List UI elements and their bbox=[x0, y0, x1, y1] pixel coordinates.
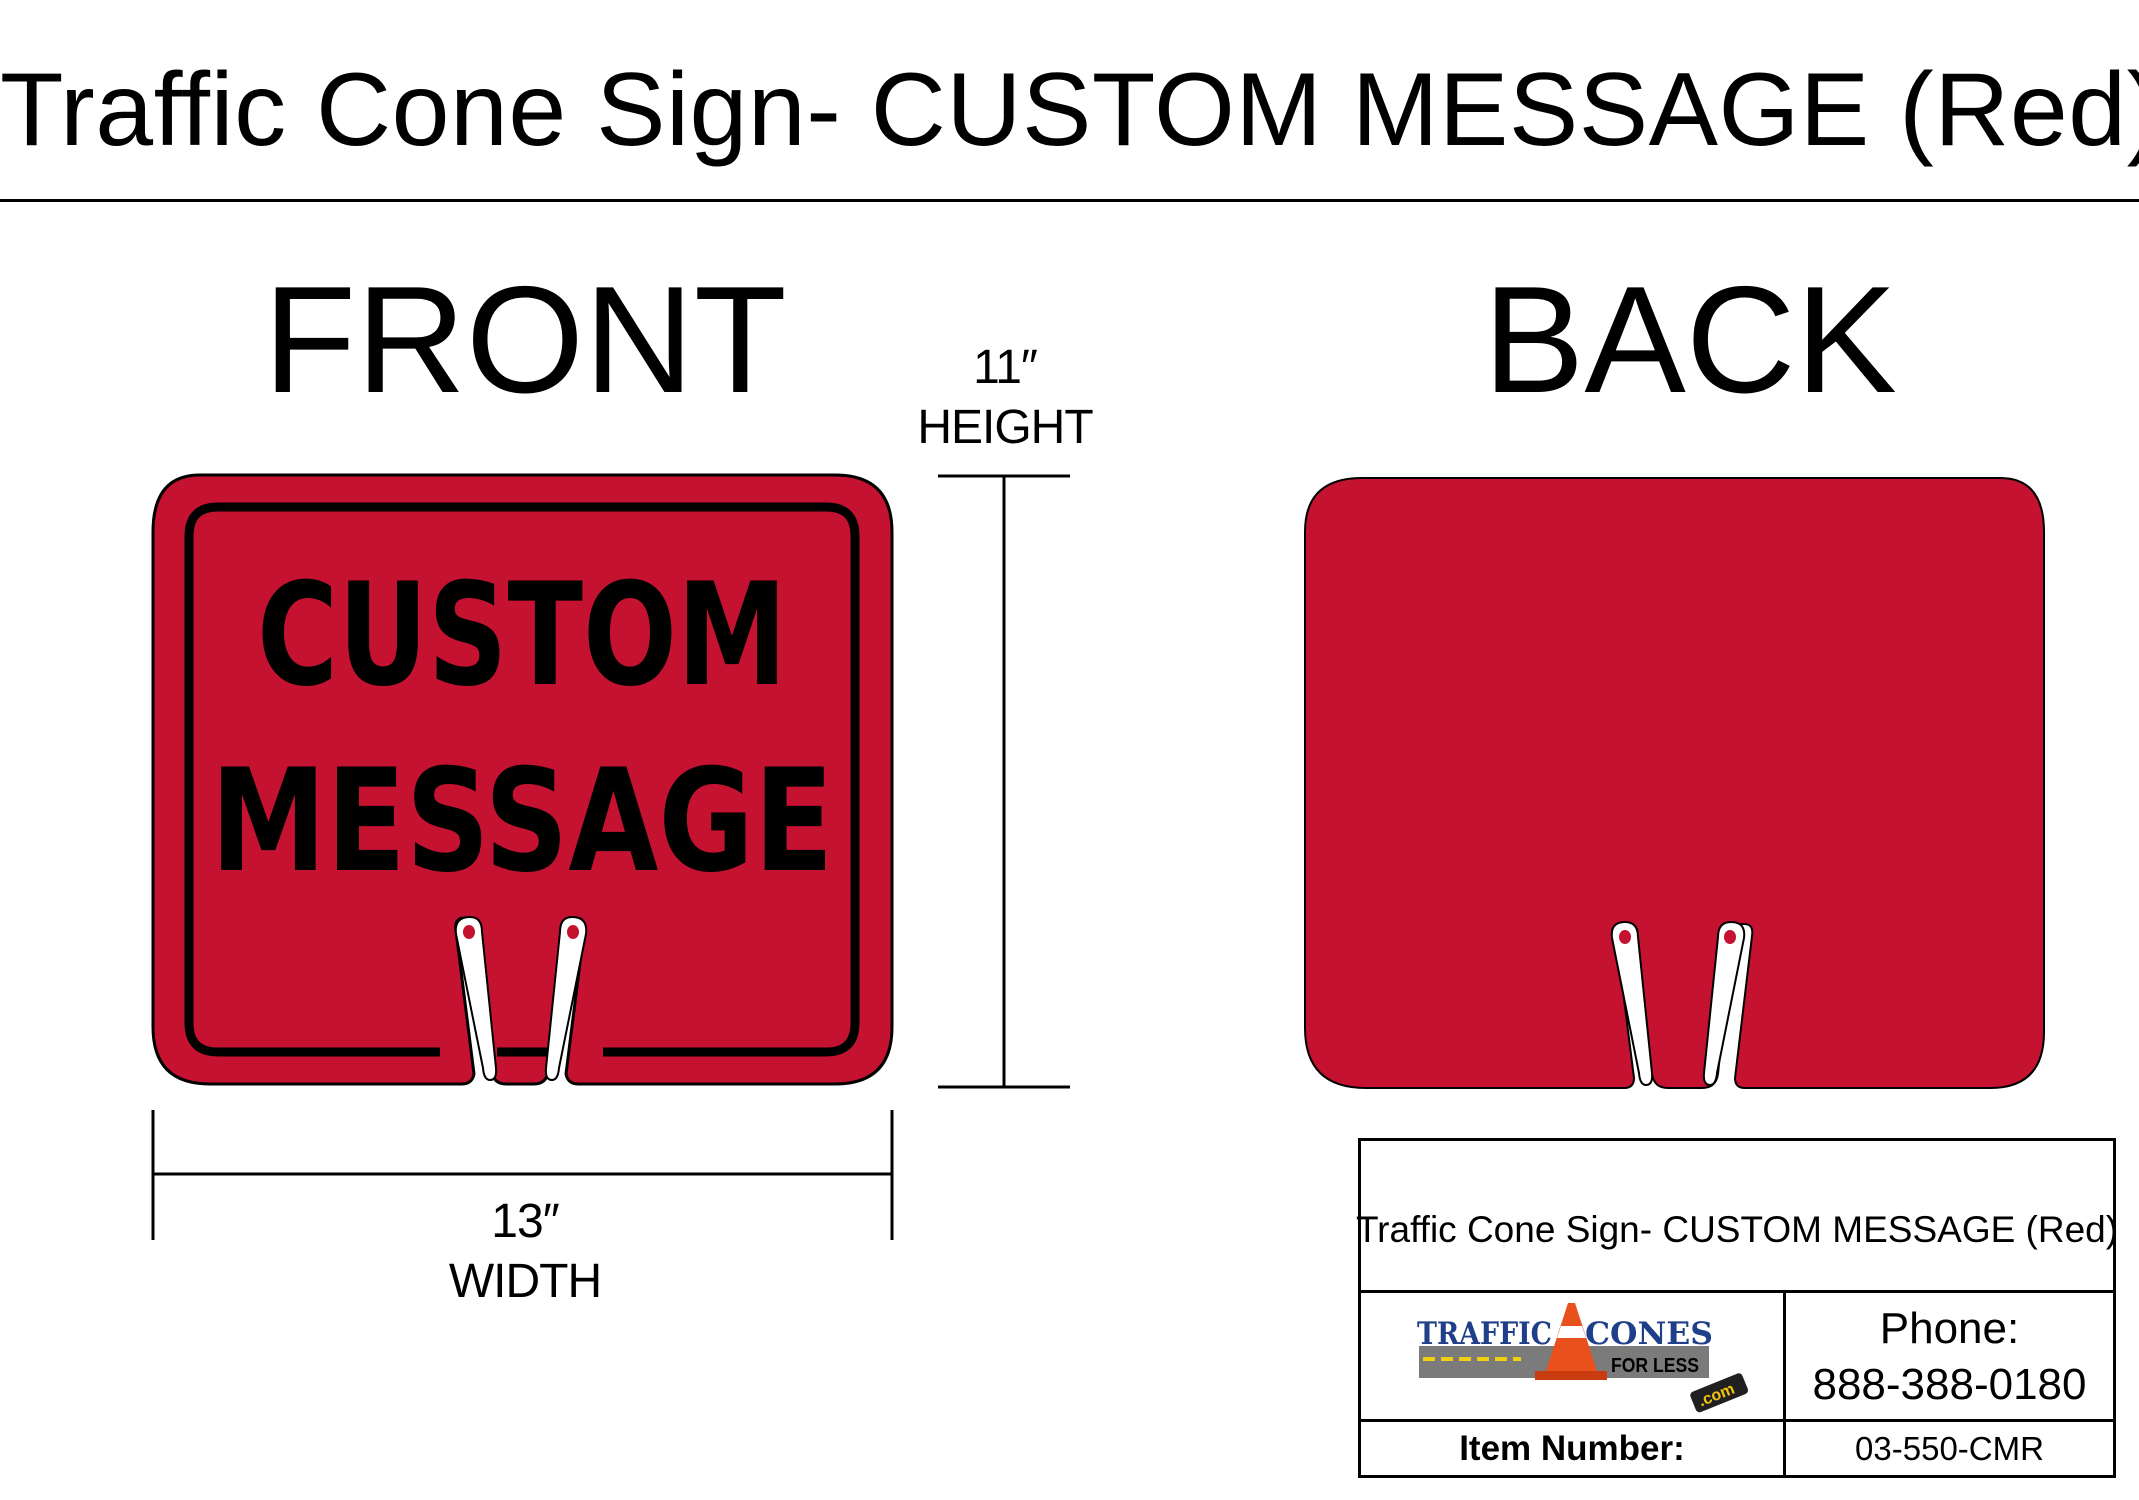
title-divider bbox=[0, 199, 2139, 202]
title-block-product-name: Traffic Cone Sign- CUSTOM MESSAGE (Red) bbox=[1355, 1208, 2119, 1250]
front-sign-body bbox=[151, 473, 894, 1086]
item-number-value: 03-550-CMR bbox=[1855, 1430, 2044, 1467]
logo-cell: TRAFFIC CONES FOR LESS .com bbox=[1361, 1293, 1786, 1422]
front-sign-inner-border bbox=[184, 502, 860, 1057]
back-slot-right bbox=[1702, 920, 1746, 1087]
logo-cone-base bbox=[1535, 1371, 1607, 1380]
height-dimension-label: 11″ HEIGHT bbox=[900, 338, 1110, 458]
phone-label: Phone: bbox=[1879, 1304, 2020, 1353]
logo-word-cones: CONES bbox=[1585, 1316, 1713, 1352]
front-sign: CUSTOM MESSAGE bbox=[151, 473, 894, 1086]
back-slot-left-hole bbox=[1619, 930, 1631, 944]
back-slot-right-hole bbox=[1724, 930, 1736, 944]
height-caption: HEIGHT bbox=[917, 401, 1093, 454]
width-dimension bbox=[151, 1110, 894, 1240]
logo-com-tag: .com bbox=[1690, 1373, 1749, 1413]
title-block-product-row: Traffic Cone Sign- CUSTOM MESSAGE (Red) bbox=[1356, 1141, 2118, 1293]
logo-tagline: FOR LESS bbox=[1611, 1355, 1699, 1377]
width-value: 13″ bbox=[491, 1195, 559, 1248]
logo-word-traffic: TRAFFIC bbox=[1417, 1316, 1552, 1352]
front-slot-right bbox=[544, 915, 588, 1082]
sign-message-line1: CUSTOM bbox=[257, 553, 787, 718]
front-slot-left-hole bbox=[463, 925, 475, 939]
back-slot-left bbox=[1610, 920, 1654, 1087]
traffic-cone-logo-icon: TRAFFIC CONES FOR LESS .com bbox=[1417, 1303, 1749, 1413]
back-sign-body bbox=[1304, 477, 2045, 1089]
title-block: Traffic Cone Sign- CUSTOM MESSAGE (Red) … bbox=[1356, 1138, 2118, 1478]
phone-number: 888-388-0180 bbox=[1812, 1360, 2087, 1409]
back-sign bbox=[1304, 477, 2045, 1089]
width-caption: WIDTH bbox=[448, 1255, 602, 1308]
height-value: 11″ bbox=[973, 341, 1038, 394]
sign-message-line2: MESSAGE bbox=[211, 739, 834, 904]
front-label: FRONT bbox=[263, 255, 787, 425]
phone-cell: Phone: 888-388-0180 bbox=[1786, 1293, 2113, 1422]
back-label: BACK bbox=[1483, 255, 1897, 425]
front-slot-left bbox=[454, 915, 498, 1082]
page-title: Traffic Cone Sign- CUSTOM MESSAGE (Red) bbox=[0, 52, 2139, 168]
logo-cone-stripe bbox=[1557, 1326, 1586, 1338]
height-dimension bbox=[938, 474, 1070, 1089]
item-number-label: Item Number: bbox=[1361, 1422, 1786, 1475]
width-dimension-label: 13″ WIDTH bbox=[420, 1192, 630, 1312]
front-slot-right-hole bbox=[567, 925, 579, 939]
